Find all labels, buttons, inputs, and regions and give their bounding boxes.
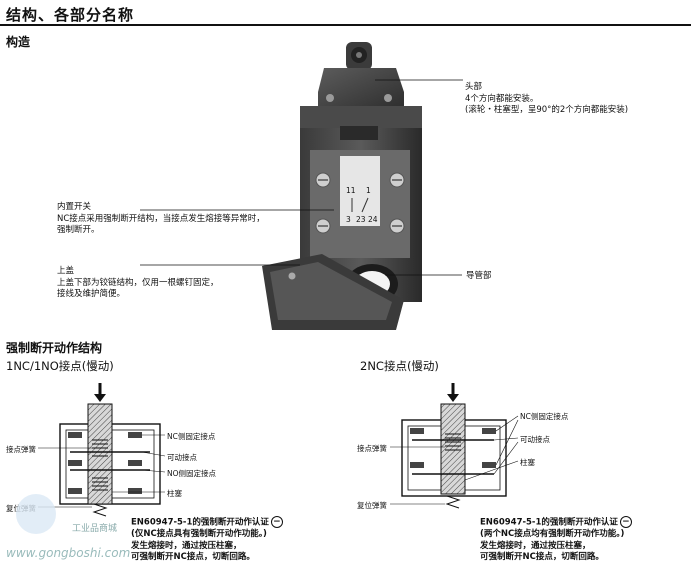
right-cert-line2: (两个NC接点均有强制断开动作功能。) — [480, 529, 625, 539]
left-spring-label: 接点弹簧 — [6, 445, 36, 454]
left-subtitle: 1NC/1NO接点(慢动) — [6, 359, 114, 373]
watermark-url: www.gongboshi.com — [6, 546, 131, 560]
left-cert-line1: EN60947-5-1的强制断开动作认证 — [131, 517, 269, 528]
mechanism-title: 强制断开动作结构 — [6, 341, 103, 355]
title-rule — [0, 24, 691, 26]
terminal-3: 3 — [346, 215, 351, 224]
terminal-23: 23 — [356, 215, 366, 224]
right-cert-line3: 发生熔接时，通过按压柱塞， — [480, 540, 591, 551]
right-nc-fixed-label: NC侧固定接点 — [520, 412, 569, 421]
left-movable-label: 可动接点 — [167, 453, 197, 462]
cover-line1: 上盖下部为铰链结构，仅用一根螺钉固定， — [57, 277, 219, 288]
terminal-11: 11 — [346, 186, 356, 195]
head-line2: (滚轮・柱塞型，呈90°的2个方向都能安装) — [465, 105, 629, 115]
right-cert-line1: EN60947-5-1的强制断开动作认证 — [480, 517, 618, 528]
head — [318, 68, 404, 108]
terminal-1: 1 — [366, 186, 371, 195]
left-cert-line3: 发生熔接时，通过按压柱塞， — [131, 540, 242, 551]
cover-annotation: 上盖 上盖下部为铰链结构，仅用一根螺钉固定， 接线及维护简便。 — [57, 266, 219, 301]
head-line1: 4个方向都能安装。 — [465, 93, 539, 104]
right-reset-label: 复位弹簧 — [357, 501, 387, 510]
switch-title: 内置开关 — [57, 202, 92, 212]
left-no-fixed-label: NO侧固定接点 — [167, 469, 217, 478]
left-cert-block: EN60947-5-1的强制断开动作认证− (仅NC接点具有强制断开动作功能。)… — [131, 516, 283, 564]
switch-annotation: 内置开关 NC接点采用强制断开结构，当接点发生熔接等异常时， 强制断开。 — [57, 202, 265, 237]
right-cert-line4: 可强制断开NC接点，切断回路。 — [480, 552, 604, 562]
forced-break-symbol: − — [270, 516, 283, 528]
cover-line2: 接线及维护简便。 — [57, 289, 126, 299]
switch-line1: NC接点采用强制断开结构，当接点发生熔接等异常时， — [57, 213, 265, 224]
right-spring-label: 接点弹簧 — [357, 444, 387, 453]
switch-line2: 强制断开。 — [57, 225, 100, 235]
forced-break-symbol: − — [619, 516, 632, 528]
left-nc-fixed-label: NC侧固定接点 — [167, 432, 216, 441]
conduit-label: 导管部 — [466, 271, 492, 281]
left-plunger-label: 柱塞 — [167, 489, 182, 498]
right-plunger-label: 柱塞 — [520, 458, 535, 467]
head-title: 头部 — [465, 82, 483, 92]
terminal-24: 24 — [368, 215, 378, 224]
watermark-logo — [16, 494, 56, 534]
right-subtitle: 2NC接点(慢动) — [360, 359, 439, 373]
right-movable-label: 可动接点 — [520, 435, 550, 444]
structure-title: 构造 — [6, 35, 31, 49]
right-cert-block: EN60947-5-1的强制断开动作认证− (两个NC接点均有强制断开动作功能。… — [480, 516, 632, 564]
head-annotation: 头部 4个方向都能安装。 (滚轮・柱塞型，呈90°的2个方向都能安装) — [465, 82, 628, 117]
left-cert-line2: (仅NC接点具有强制断开动作功能。) — [131, 529, 267, 539]
watermark-brand: 工业品商城 — [72, 524, 118, 534]
left-cert-line4: 可强制断开NC接点，切断回路。 — [131, 552, 255, 562]
page-title: 结构、各部分名称 — [6, 6, 135, 24]
cover-title: 上盖 — [57, 266, 75, 276]
